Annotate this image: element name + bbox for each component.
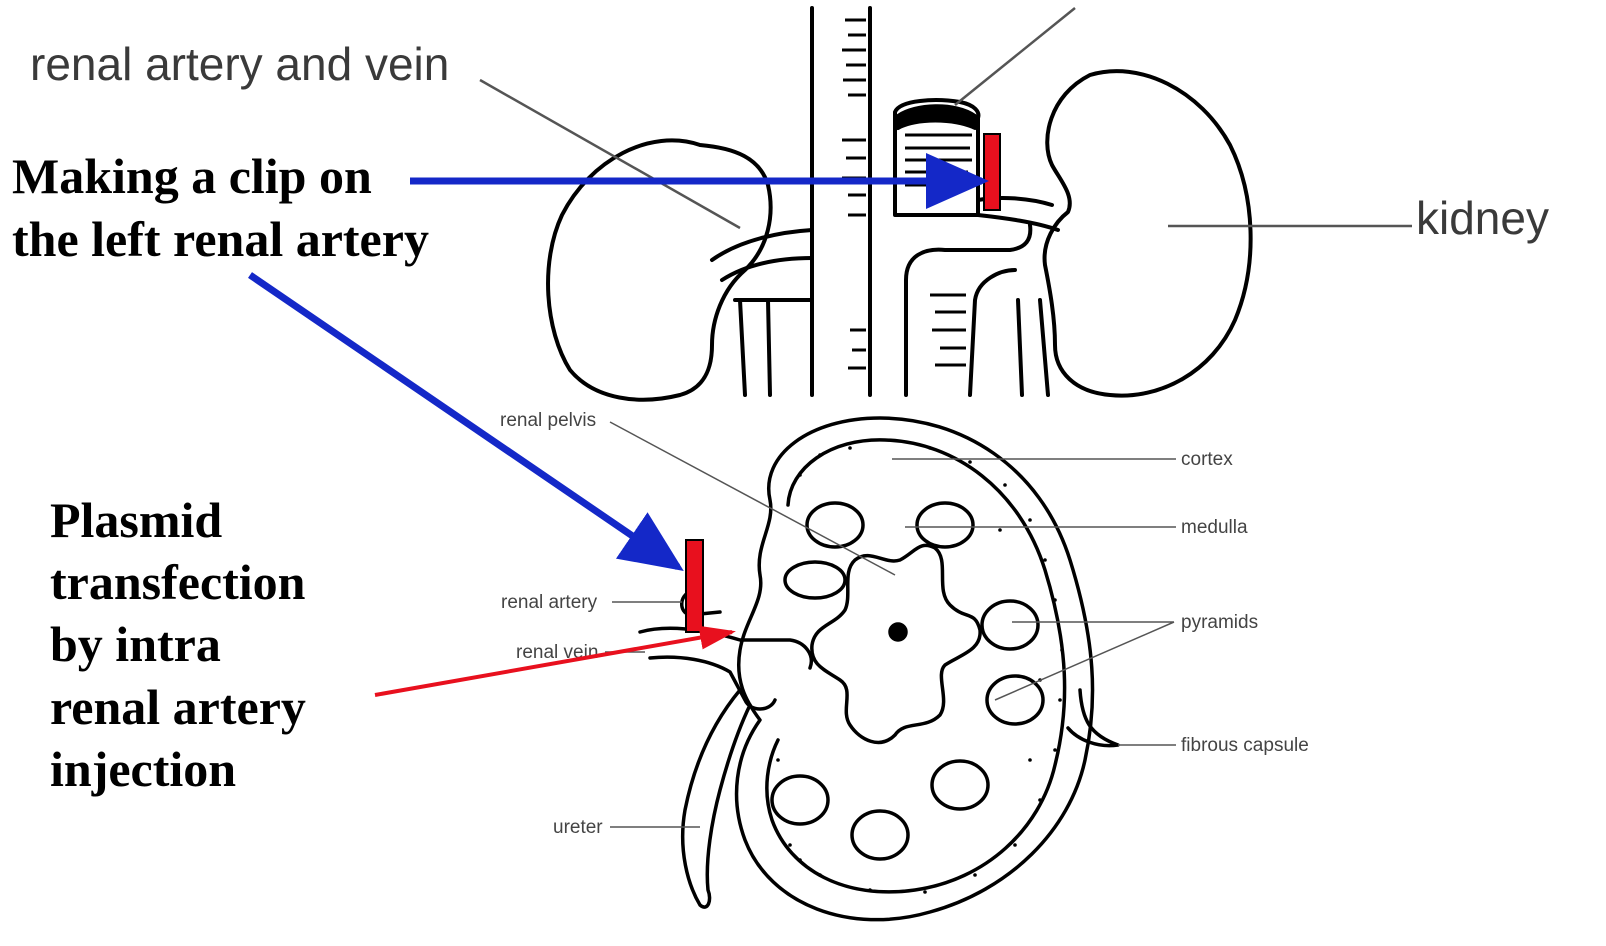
clip-arrow-diagonal <box>250 275 678 567</box>
plasmid-annotation-line: renal artery <box>50 679 306 735</box>
pyramid <box>852 811 908 859</box>
top-vessel-leader <box>955 8 1075 105</box>
top-anatomy-illustration <box>548 8 1251 400</box>
vena-cava-outline <box>906 225 1030 395</box>
clip-annotation-line2: the left renal artery <box>12 211 429 267</box>
pyramid <box>917 503 973 547</box>
plasmid-annotation-line: by intra <box>50 616 221 672</box>
label-renal-artery: renal artery <box>501 592 598 613</box>
label-renal-vein: renal vein <box>516 642 598 663</box>
label-renal-pelvis: renal pelvis <box>500 410 596 431</box>
clip-annotation-line1: Making a clip on <box>12 148 372 204</box>
ureter-lines <box>740 300 1048 395</box>
renal-vein-shape <box>640 628 811 709</box>
ureter-shape <box>683 690 750 907</box>
pyramids-leader <box>995 622 1174 700</box>
right-kidney-outline <box>1045 71 1251 395</box>
label-fibrous-capsule: fibrous capsule <box>1181 735 1309 756</box>
artery-vein-leader <box>480 80 740 228</box>
clip-marker-bottom <box>686 540 703 632</box>
renal-pelvis-shape <box>812 545 980 742</box>
label-renal-artery-and-vein: renal artery and vein <box>30 38 449 90</box>
pyramid <box>772 776 828 824</box>
plasmid-annotation-line: injection <box>50 741 236 797</box>
pyramid <box>785 562 845 598</box>
kidney-cross-section <box>640 418 1118 920</box>
label-pyramids: pyramids <box>1181 612 1258 633</box>
label-cortex: cortex <box>1181 449 1233 470</box>
pyramid <box>982 601 1038 649</box>
pelvis-spot <box>890 624 906 640</box>
label-ureter: ureter <box>553 817 603 838</box>
plasmid-annotation-line: Plasmid <box>50 492 222 548</box>
label-kidney: kidney <box>1416 192 1549 244</box>
plasmid-annotation-line: transfection <box>50 554 306 610</box>
label-medulla: medulla <box>1181 517 1248 538</box>
pyramid <box>807 503 863 547</box>
pyramid <box>932 761 988 809</box>
clip-marker-top <box>984 134 1000 210</box>
